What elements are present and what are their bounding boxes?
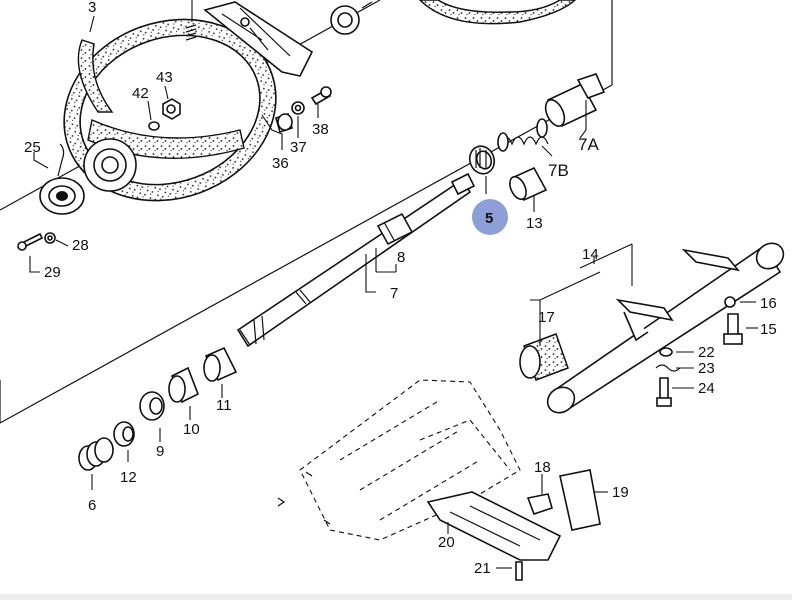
bracket-marker (530, 271, 601, 301)
label-29: 29 (44, 264, 61, 281)
sleeve-7a (544, 73, 606, 139)
highlight-circle-part-5[interactable] (472, 199, 508, 235)
switch-18 (526, 474, 553, 516)
spring-6 (78, 437, 114, 490)
screw-29 (17, 232, 44, 273)
trim-20 (426, 491, 562, 561)
label-38: 38 (312, 121, 329, 138)
spring-7b (497, 118, 553, 157)
clip-23 (655, 364, 694, 372)
label-28: 28 (72, 237, 89, 254)
label-24: 24 (698, 380, 715, 397)
label-12: 12 (120, 469, 137, 486)
label-8: 8 (397, 249, 405, 266)
label-25: 25 (24, 139, 41, 156)
label-17: 17 (538, 309, 555, 326)
label-15: 15 (760, 321, 777, 338)
bush-17 (519, 300, 569, 381)
washer-37 (291, 101, 305, 138)
label-13: 13 (526, 215, 543, 232)
steering-shaft-7 (236, 172, 476, 348)
label-7a: 7A (578, 135, 599, 154)
label-3: 3 (88, 0, 96, 16)
label-20: 20 (438, 534, 455, 551)
bolt-15 (723, 313, 758, 345)
washer-22 (659, 347, 694, 357)
label-18: 18 (534, 459, 551, 476)
bush-9 (139, 391, 165, 442)
washer-16 (724, 296, 756, 308)
steering-wheel-upper-fragment (418, 0, 577, 25)
label-16: 16 (760, 295, 777, 312)
horn-pad (203, 1, 314, 77)
label-7b: 7B (548, 161, 569, 180)
label-11: 11 (216, 397, 232, 414)
bush-13 (509, 166, 548, 212)
screw-38 (310, 86, 332, 118)
label-42: 42 (132, 85, 149, 102)
ring-5 (468, 145, 496, 194)
label-5: 5 (485, 210, 493, 227)
bush-12 (113, 421, 135, 462)
leader-3 (89, 15, 95, 33)
washer-42 (147, 100, 160, 131)
label-43: 43 (156, 69, 173, 86)
lower-housing-dashed (277, 379, 521, 541)
label-10: 10 (183, 421, 200, 438)
label-22: 22 (698, 344, 715, 361)
screw-21 (496, 561, 523, 581)
clamp-8 (376, 212, 414, 246)
bolt-24 (656, 377, 694, 407)
leader-8 (375, 248, 397, 273)
label-37: 37 (290, 139, 307, 156)
nut-43 (162, 98, 181, 120)
bottom-strip (0, 594, 792, 600)
label-6: 6 (88, 497, 96, 514)
bushing-36 (261, 112, 293, 150)
leader-43 (164, 85, 169, 100)
bearing-10 (168, 366, 200, 420)
top-nut-washer (330, 1, 373, 35)
label-19: 19 (612, 484, 629, 501)
washer-28 (44, 232, 69, 247)
label-9: 9 (156, 443, 164, 460)
label-23: 23 (698, 360, 715, 377)
column-tube-14 (546, 242, 785, 414)
label-21: 21 (474, 560, 491, 577)
label-14: 14 (582, 246, 599, 263)
label-7: 7 (390, 285, 398, 302)
label-36: 36 (272, 155, 289, 172)
leader-7 (365, 254, 376, 293)
contact-ring-25 (33, 143, 85, 215)
small-spring (185, 0, 197, 41)
bearing-11 (203, 346, 238, 398)
cover-19 (559, 469, 608, 531)
